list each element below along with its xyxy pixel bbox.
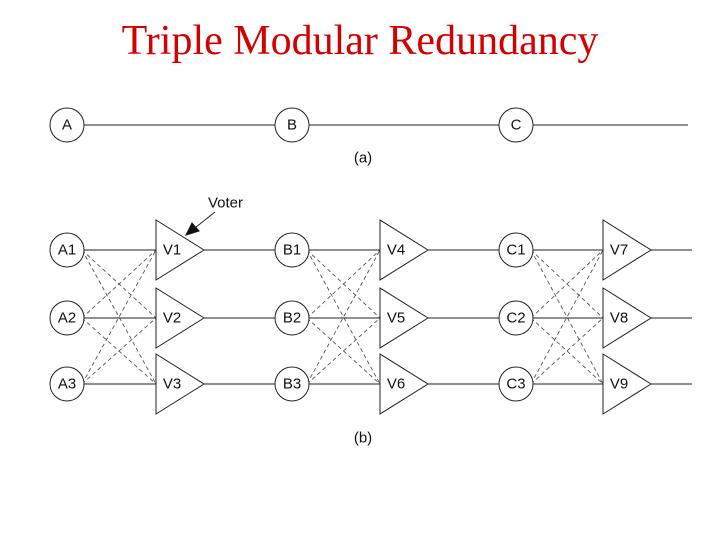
cross-c3-v8	[530, 317, 604, 385]
cross-b3-v5	[306, 317, 381, 385]
module-label-b1: B1	[283, 242, 301, 259]
cross-b3-v4	[306, 249, 381, 385]
voter-label-v6: V6	[387, 376, 405, 393]
module-c3	[498, 366, 534, 402]
voter-label-v3: V3	[163, 376, 181, 393]
voter-v1	[155, 219, 205, 281]
cross-c1-v9	[530, 249, 604, 385]
slide-title: Triple Modular Redundancy	[121, 18, 599, 64]
voter-label-v8: V8	[610, 310, 628, 327]
module-label-a3: A3	[58, 376, 76, 393]
module-label-a1: A1	[58, 242, 76, 259]
voter-v7	[602, 219, 652, 281]
voter-v4	[379, 219, 429, 281]
module-a	[49, 107, 85, 143]
cross-a1-v3	[81, 249, 157, 385]
voter-v6	[379, 353, 429, 415]
voter-label-v1: V1	[163, 242, 181, 259]
voter-label-v7: V7	[610, 242, 628, 259]
voter-v3	[155, 353, 205, 415]
module-label-a2: A2	[58, 310, 76, 327]
module-c2	[498, 300, 534, 336]
module-a2	[49, 300, 85, 336]
module-b2	[274, 300, 310, 336]
voter-v5	[379, 287, 429, 349]
module-c1	[498, 232, 534, 268]
caption-a: (a)	[354, 150, 372, 167]
module-c	[498, 107, 534, 143]
cross-b2-v4	[306, 249, 381, 319]
module-label-b: B	[287, 117, 297, 134]
module-label-a: A	[62, 117, 72, 134]
module-b1	[274, 232, 310, 268]
caption-b: (b)	[354, 430, 372, 447]
module-label-b2: B2	[283, 310, 301, 327]
module-label-c: C	[511, 117, 522, 134]
voter-v9	[602, 353, 652, 415]
voter-label-v5: V5	[387, 310, 405, 327]
cross-c2-v9	[530, 317, 604, 385]
module-b3	[274, 366, 310, 402]
cross-c3-v7	[530, 249, 604, 385]
cross-c2-v7	[530, 249, 604, 319]
cross-a2-v1	[81, 249, 157, 319]
module-b	[274, 107, 310, 143]
cross-a3-v2	[81, 317, 157, 385]
voter-annotation: Voter	[208, 195, 243, 212]
cross-a3-v1	[81, 249, 157, 385]
module-label-c2: C2	[506, 310, 525, 327]
module-label-c1: C1	[506, 242, 525, 259]
voter-label-v9: V9	[610, 376, 628, 393]
module-a1	[49, 232, 85, 268]
voter-v8	[602, 287, 652, 349]
module-label-b3: B3	[283, 376, 301, 393]
module-label-c3: C3	[506, 376, 525, 393]
voter-label-v2: V2	[163, 310, 181, 327]
module-a3	[49, 366, 85, 402]
voter-arrow-head	[185, 222, 200, 236]
cross-b1-v6	[306, 249, 381, 385]
voter-v2	[155, 287, 205, 349]
voter-label-v4: V4	[387, 242, 405, 259]
